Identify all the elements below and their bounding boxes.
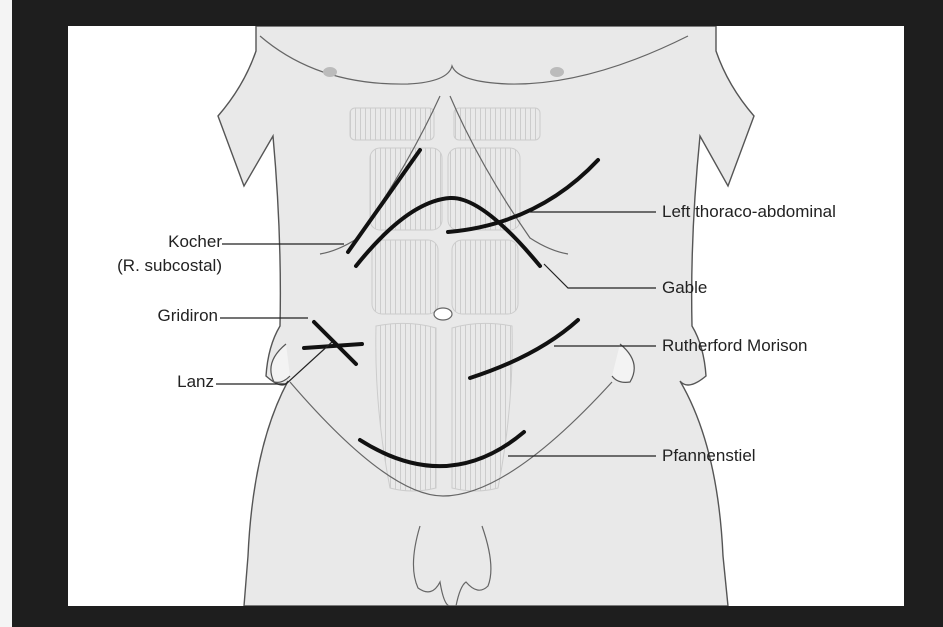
- label-rutherford-morison: Rutherford Morison: [662, 336, 808, 356]
- label-pfannenstiel: Pfannenstiel: [662, 446, 756, 466]
- label-kocher: Kocher: [112, 232, 222, 252]
- umbilicus: [434, 308, 452, 320]
- left-edge-strip: [0, 0, 12, 627]
- label-left-thoraco-abdominal: Left thoraco-abdominal: [662, 202, 836, 222]
- left-nipple: [550, 67, 564, 77]
- label-gridiron: Gridiron: [108, 306, 218, 326]
- label-kocher-subcostal: (R. subcostal): [68, 256, 222, 276]
- label-lanz: Lanz: [108, 372, 214, 392]
- diagram-panel: Kocher (R. subcostal) Gridiron Lanz Left…: [68, 26, 904, 606]
- label-gable: Gable: [662, 278, 707, 298]
- right-nipple: [323, 67, 337, 77]
